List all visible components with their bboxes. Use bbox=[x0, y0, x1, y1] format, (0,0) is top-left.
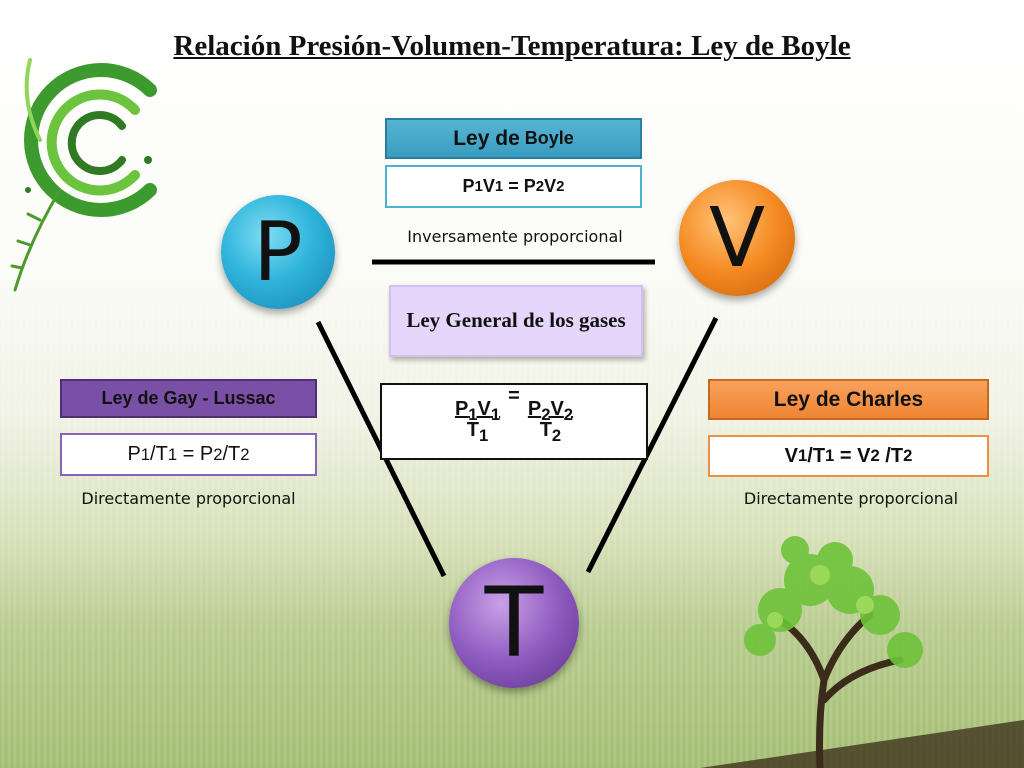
eq-subscript: 2 bbox=[870, 446, 880, 465]
eq-term: T bbox=[539, 418, 552, 441]
eq-term: V bbox=[784, 444, 798, 467]
rhs-fraction: P2V2 T2 bbox=[528, 398, 573, 446]
eq-subscript: 2 bbox=[535, 178, 545, 195]
page-title: Relación Presión-Volumen-Temperatura: Le… bbox=[173, 30, 851, 62]
eq-subscript: 1 bbox=[490, 404, 501, 424]
eq-term: = V bbox=[834, 444, 871, 467]
eq-subscript: 2 bbox=[213, 444, 223, 464]
general-law-equation: P1V1 T1 = P2V2 T2 bbox=[380, 383, 648, 460]
gay-lussac-header-text: Ley de Gay - Lussac bbox=[101, 388, 276, 408]
tree-icon bbox=[700, 536, 1024, 768]
pressure-circle: P bbox=[221, 195, 335, 309]
eq-term: P bbox=[462, 176, 475, 196]
eq-term: P bbox=[127, 443, 141, 465]
eq-term: P bbox=[527, 397, 542, 420]
eq-term: V bbox=[544, 176, 557, 196]
eq-subscript: 1 bbox=[140, 444, 151, 464]
pressure-letter: P bbox=[253, 204, 303, 300]
volume-circle: V bbox=[679, 180, 795, 296]
gay-lussac-note: Directamente proporcional bbox=[81, 489, 296, 508]
eq-term: V bbox=[550, 397, 564, 420]
eq-term: P bbox=[523, 176, 536, 196]
boyle-header-name: Boyle bbox=[524, 128, 574, 148]
eq-subscript: 2 bbox=[240, 444, 250, 464]
temperature-letter: T bbox=[484, 567, 544, 679]
line-v-t bbox=[585, 316, 719, 574]
eq-subscript: 1 bbox=[479, 425, 489, 445]
rhs-denominator: T2 bbox=[540, 419, 561, 446]
eq-term: P bbox=[454, 397, 469, 420]
lhs-fraction: P1V1 T1 bbox=[455, 398, 500, 446]
eq-subscript: 2 bbox=[563, 404, 574, 424]
lhs-numerator: P1V1 bbox=[455, 398, 500, 425]
eq-term: V bbox=[477, 397, 491, 420]
eq-term: V bbox=[482, 176, 495, 196]
eq-subscript: 2 bbox=[541, 404, 551, 424]
gay-lussac-header: Ley de Gay - Lussac bbox=[60, 379, 317, 418]
eq-subscript: 1 bbox=[825, 446, 835, 465]
eq-subscript: 1 bbox=[167, 444, 178, 464]
eq-subscript: 1 bbox=[494, 178, 504, 195]
eq-term: = P bbox=[177, 443, 214, 465]
eq-term: /T bbox=[222, 443, 241, 465]
boyle-header-main: Ley de bbox=[453, 126, 520, 150]
general-law-header: Ley General de los gases bbox=[389, 285, 643, 357]
eq-subscript: 1 bbox=[468, 404, 478, 424]
lhs-denominator: T1 bbox=[467, 419, 488, 446]
boyle-note: Inversamente proporcional bbox=[407, 227, 623, 246]
eq-subscript: 2 bbox=[551, 425, 562, 445]
eq-term: T bbox=[466, 418, 480, 441]
eq-subscript: 2 bbox=[556, 178, 565, 195]
background-texture bbox=[0, 300, 1024, 768]
logo-swirl-icon bbox=[10, 58, 157, 292]
eq-term: /T bbox=[879, 444, 904, 467]
eq-sign: = bbox=[508, 385, 520, 407]
eq-sign: = bbox=[503, 176, 524, 196]
volume-letter: V bbox=[708, 190, 766, 286]
eq-subscript: 2 bbox=[903, 446, 913, 465]
eq-subscript: 1 bbox=[474, 178, 483, 195]
eq-term: /T bbox=[807, 444, 826, 467]
charles-header: Ley de Charles bbox=[708, 379, 989, 420]
eq-term: /T bbox=[150, 443, 168, 465]
charles-note: Directamente proporcional bbox=[743, 489, 959, 508]
eq-subscript: 1 bbox=[798, 446, 808, 465]
rhs-numerator: P2V2 bbox=[528, 398, 573, 425]
temperature-circle: T bbox=[449, 558, 579, 688]
